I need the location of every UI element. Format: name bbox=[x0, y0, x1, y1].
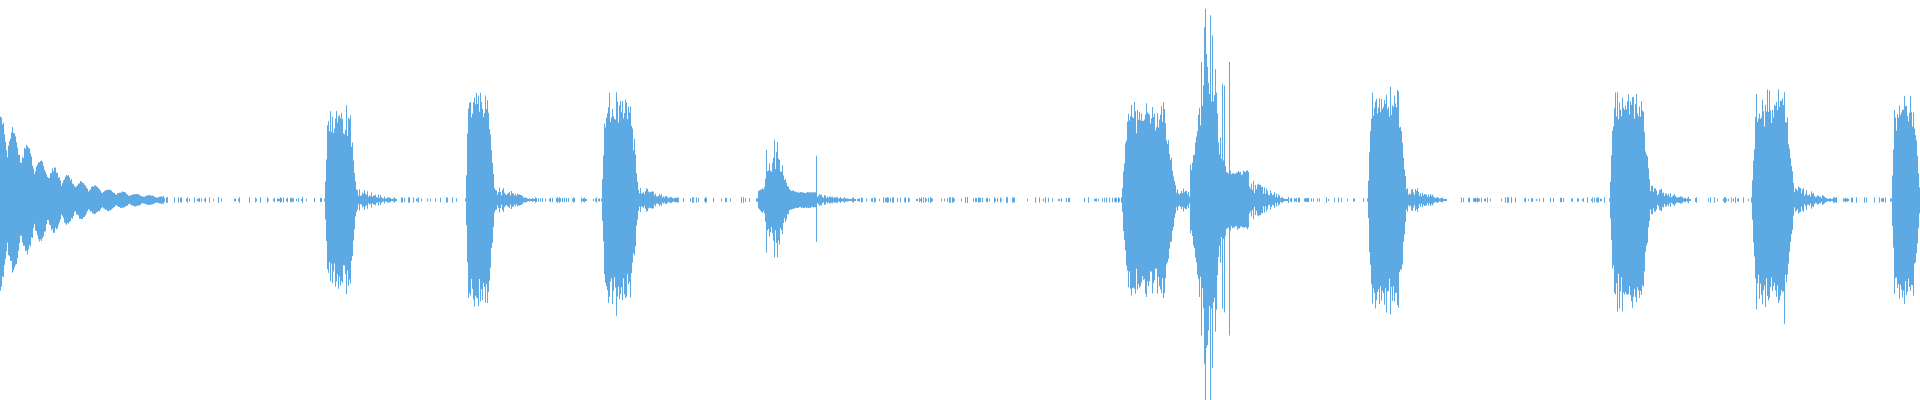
waveform-burst-2 bbox=[324, 105, 397, 295]
waveform-burst-7 bbox=[1190, 8, 1288, 400]
waveform-burst-11 bbox=[1891, 95, 1920, 304]
waveform-burst-9 bbox=[1609, 92, 1691, 312]
waveform-burst-1 bbox=[0, 116, 164, 291]
waveform-burst-8 bbox=[1367, 86, 1447, 315]
waveform-burst-10 bbox=[1751, 89, 1835, 324]
waveform-burst-4 bbox=[601, 92, 679, 316]
waveform-burst-5 bbox=[758, 139, 856, 258]
waveform-burst-3 bbox=[465, 92, 535, 307]
